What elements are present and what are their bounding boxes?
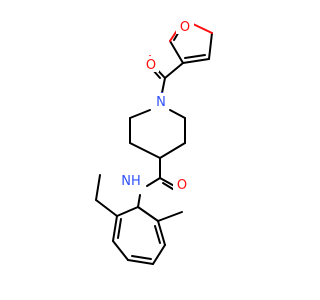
methyl-substituent	[157, 211, 183, 222]
furan-oxygen-label: O	[180, 20, 190, 35]
bond	[117, 218, 122, 239]
bond	[137, 194, 141, 208]
amide-nh-label: NH	[121, 174, 141, 189]
label-background	[143, 56, 159, 72]
molecule-structure-diagram: O O N O NH	[95, 18, 213, 265]
bond	[129, 109, 151, 119]
bond	[192, 23, 213, 34]
bond	[112, 215, 118, 242]
bond	[208, 32, 213, 60]
bond	[169, 40, 184, 64]
bond	[154, 225, 161, 244]
bond	[137, 206, 159, 222]
bond	[164, 62, 184, 79]
label-background	[173, 176, 191, 192]
bond	[157, 211, 183, 222]
label-background	[152, 93, 170, 109]
bond	[116, 206, 139, 217]
bond	[157, 220, 166, 246]
bond	[146, 177, 161, 187]
bond	[152, 244, 166, 265]
bond	[161, 77, 166, 94]
amide-oxygen-label: O	[177, 178, 187, 193]
bond	[169, 109, 186, 119]
piperidine-nitrogen-label: N	[156, 95, 166, 110]
label-background	[118, 172, 146, 188]
bond	[127, 259, 154, 265]
aryl-ring	[112, 206, 166, 265]
atom-labels: O O N O NH	[118, 18, 194, 193]
carbonyl-oxygen-label: O	[146, 58, 156, 73]
bond	[129, 142, 161, 159]
bond	[159, 142, 186, 159]
bond	[131, 255, 152, 260]
bond	[182, 58, 210, 64]
ethyl-substituent	[95, 174, 118, 217]
bond	[184, 54, 206, 59]
bond	[112, 240, 129, 261]
label-background	[176, 18, 194, 34]
bond	[95, 199, 118, 217]
bond	[95, 174, 101, 201]
